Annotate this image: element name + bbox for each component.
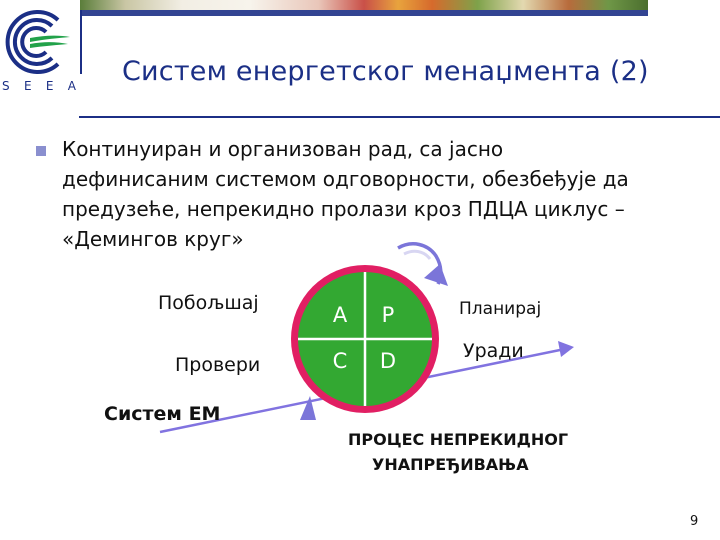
seea-logo [5,10,70,74]
label-process-line2: УНАПРЕЂИВАЊА [372,455,529,474]
logo-letter: A [67,79,76,93]
rotation-arrowhead [424,264,448,286]
header-banner-image [80,0,648,10]
bullet-line: Континуиран и организован рад, са јасно [62,137,504,161]
slide-title: Систем енергетског менаџмента (2) [122,56,649,87]
header-banner-underline [80,10,648,16]
bullet-line: дефинисаним системом одговорности, обезб… [62,167,629,191]
label-improve: Побољшај [158,292,259,314]
header-divider [79,116,720,118]
bullet-text: Континуиран и организован рад, са јасно … [62,134,702,254]
quadrant-p: P [382,303,395,327]
bullet-marker [36,146,46,156]
label-system-em: Систем ЕМ [104,403,221,425]
quadrant-d: D [380,349,396,373]
improvement-ramp-arrowhead [558,341,574,357]
bullet-line: «Демингов круг» [62,227,244,251]
logo-swoosh [30,35,70,48]
label-check: Провери [175,354,261,376]
quadrant-c: C [333,349,348,373]
label-plan: Планирај [459,299,542,319]
logo-rings [5,10,60,74]
page-number: 9 [690,514,699,529]
logo-letter: E [45,79,54,93]
circle-wedge [300,396,316,420]
header-vertical-rule [80,0,82,74]
logo-letter: E [23,79,32,93]
logo-letter: S [2,79,10,93]
quadrant-a: A [333,303,348,327]
logo-letters: S E E A [2,79,76,93]
label-process-line1: ПРОЦЕС НЕПРЕКИДНОГ [348,430,569,449]
rotation-arrow-shadow [403,249,432,260]
bullet-line: предузеће, непрекидно пролази кроз ПДЦА … [62,197,625,221]
label-do: Уради [463,340,524,362]
